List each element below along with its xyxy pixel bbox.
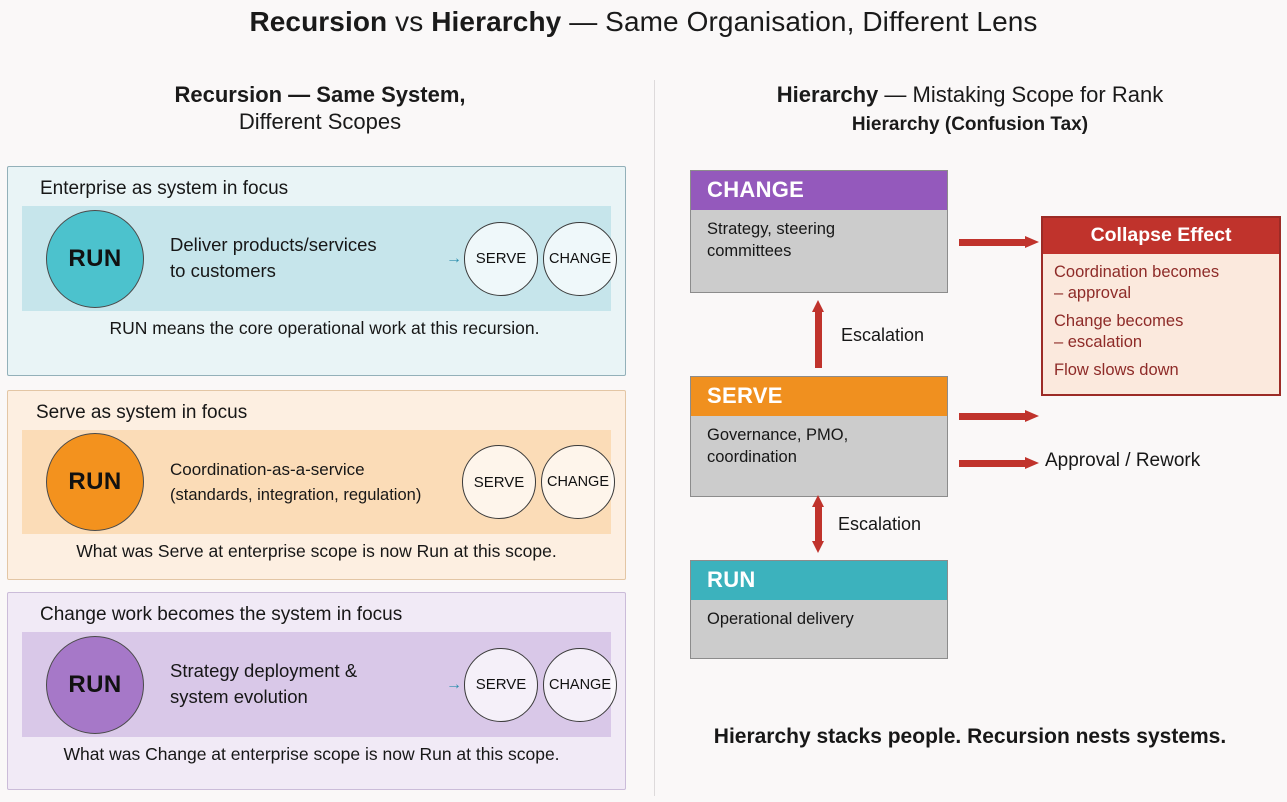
arrow-head-up bbox=[812, 300, 824, 312]
right-arrow-icon: → bbox=[446, 675, 462, 693]
page-title: Recursion vs Hierarchy — Same Organisati… bbox=[0, 6, 1287, 38]
scope-card-band: RUN Coordination-as-a-service (standards… bbox=[22, 430, 615, 534]
collapse-effect-header: Collapse Effect bbox=[1043, 218, 1279, 254]
collapse-effect-list: Coordination becomes – approval Change b… bbox=[1043, 254, 1279, 394]
scope-card-title: Change work becomes the system in focus bbox=[40, 604, 403, 625]
collapse-item-line-2: – escalation bbox=[1054, 333, 1143, 352]
collapse-effect-item: Change becomes – escalation bbox=[1054, 311, 1268, 353]
right-column-heading: Hierarchy — Mistaking Scope for Rank Hie… bbox=[660, 82, 1280, 136]
run-circle: RUN bbox=[46, 433, 144, 531]
arrow-shaft bbox=[815, 310, 822, 368]
scope-card-serve: Serve as system in focus RUN Coordinatio… bbox=[7, 390, 626, 580]
collapse-item-line-2: – approval bbox=[1054, 284, 1132, 303]
hierarchy-body-line-1: Governance, PMO, bbox=[707, 426, 849, 444]
title-part-hierarchy: Hierarchy bbox=[431, 6, 562, 37]
title-part-subtitle: — Same Organisation, Different Lens bbox=[561, 6, 1038, 37]
approval-rework-label: Approval / Rework bbox=[1045, 450, 1201, 471]
scope-card-description: Strategy deployment & system evolution bbox=[170, 658, 357, 712]
description-line-1: Strategy deployment & bbox=[170, 659, 358, 681]
right-heading-bold: Hierarchy bbox=[776, 82, 879, 107]
run-circle: RUN bbox=[46, 635, 144, 734]
left-heading-line-2: Different Scopes bbox=[238, 108, 402, 134]
hierarchy-block-serve: SERVE Governance, PMO, coordination bbox=[690, 376, 948, 497]
change-circle: CHANGE bbox=[543, 647, 617, 722]
collapse-item-line-1: Flow slows down bbox=[1054, 361, 1179, 380]
serve-circle: SERVE bbox=[464, 221, 538, 296]
serve-circle: SERVE bbox=[464, 647, 538, 722]
collapse-effect-item: Coordination becomes – approval bbox=[1054, 262, 1268, 304]
hierarchy-block-change: CHANGE Strategy, steering committees bbox=[690, 170, 948, 293]
arrow-shaft bbox=[959, 460, 1027, 467]
right-heading-rest: — Mistaking Scope for Rank bbox=[878, 82, 1164, 107]
serve-circle: SERVE bbox=[462, 445, 536, 519]
collapse-item-line-1: Change becomes bbox=[1054, 312, 1184, 331]
description-line-2: system evolution bbox=[170, 686, 308, 708]
description-line-1: Deliver products/services bbox=[170, 233, 377, 255]
change-circle: CHANGE bbox=[541, 445, 615, 519]
arrow-serve-to-collapse-icon bbox=[959, 410, 1039, 422]
scope-card-title: Enterprise as system in focus bbox=[40, 178, 289, 199]
scope-card-band: RUN Strategy deployment & system evoluti… bbox=[22, 632, 617, 737]
scope-card-change: Change work becomes the system in focus … bbox=[7, 592, 626, 790]
right-heading-line-1: Hierarchy — Mistaking Scope for Rank bbox=[660, 82, 1280, 109]
left-heading-line-1: Recursion — Same System, bbox=[174, 82, 466, 107]
hierarchy-block-body: Strategy, steering committees bbox=[691, 210, 947, 292]
arrow-serve-to-approval-icon bbox=[959, 457, 1039, 469]
right-subheading: Hierarchy (Confusion Tax) bbox=[851, 113, 1089, 135]
escalation-arrow-up-icon bbox=[812, 300, 824, 368]
hierarchy-body-line-2: coordination bbox=[707, 447, 797, 466]
escalation-arrow-double-icon bbox=[812, 495, 824, 553]
arrow-head-up bbox=[812, 495, 824, 507]
collapse-effect-box: Collapse Effect Coordination becomes – a… bbox=[1041, 216, 1281, 396]
escalation-label-lower: Escalation bbox=[838, 514, 922, 534]
scope-card-enterprise: Enterprise as system in focus RUN Delive… bbox=[7, 166, 626, 376]
arrow-head-right bbox=[1025, 410, 1039, 422]
hierarchy-block-body: Governance, PMO, coordination bbox=[691, 416, 947, 496]
run-circle: RUN bbox=[46, 209, 144, 308]
hierarchy-block-header: CHANGE bbox=[691, 171, 947, 210]
hierarchy-body-line-1: Strategy, steering bbox=[707, 220, 836, 238]
hierarchy-block-body: Operational delivery bbox=[691, 600, 947, 658]
arrow-head-right bbox=[1025, 236, 1039, 248]
title-part-vs: vs bbox=[387, 6, 432, 37]
scope-card-footnote: What was Change at enterprise scope is n… bbox=[63, 744, 560, 764]
hierarchy-block-run: RUN Operational delivery bbox=[690, 560, 948, 659]
arrow-shaft bbox=[815, 505, 822, 543]
arrow-head-down bbox=[812, 541, 824, 553]
right-arrow-icon: → bbox=[446, 249, 462, 267]
column-divider bbox=[654, 80, 655, 796]
title-part-recursion: Recursion bbox=[249, 6, 388, 37]
left-column-heading: Recursion — Same System, Different Scope… bbox=[10, 82, 630, 136]
arrow-change-to-collapse-icon bbox=[959, 236, 1039, 248]
hierarchy-body-line-2: committees bbox=[707, 241, 792, 260]
scope-card-footnote: RUN means the core operational work at t… bbox=[109, 318, 540, 338]
collapse-item-line-1: Coordination becomes bbox=[1054, 263, 1220, 281]
description-line-2: (standards, integration, regulation) bbox=[170, 485, 422, 504]
hierarchy-body-line-1: Operational delivery bbox=[707, 610, 854, 628]
arrow-head-right bbox=[1025, 457, 1039, 469]
scope-card-band: RUN Deliver products/services to custome… bbox=[22, 206, 617, 311]
scope-card-description: Deliver products/services to customers bbox=[170, 232, 377, 286]
scope-card-description: Coordination-as-a-service (standards, in… bbox=[170, 457, 421, 507]
footer-note: Hierarchy stacks people. Recursion nests… bbox=[713, 725, 1227, 748]
scope-card-footnote: What was Serve at enterprise scope is no… bbox=[76, 541, 557, 561]
description-line-2: to customers bbox=[170, 260, 276, 282]
collapse-effect-item: Flow slows down bbox=[1054, 360, 1268, 381]
hierarchy-block-header: SERVE bbox=[691, 377, 947, 416]
change-circle: CHANGE bbox=[543, 221, 617, 296]
arrow-shaft bbox=[959, 413, 1027, 420]
escalation-label-upper: Escalation bbox=[841, 325, 925, 345]
scope-card-title: Serve as system in focus bbox=[36, 402, 248, 423]
hierarchy-block-header: RUN bbox=[691, 561, 947, 600]
description-line-1: Coordination-as-a-service bbox=[170, 459, 365, 479]
arrow-shaft bbox=[959, 239, 1027, 246]
